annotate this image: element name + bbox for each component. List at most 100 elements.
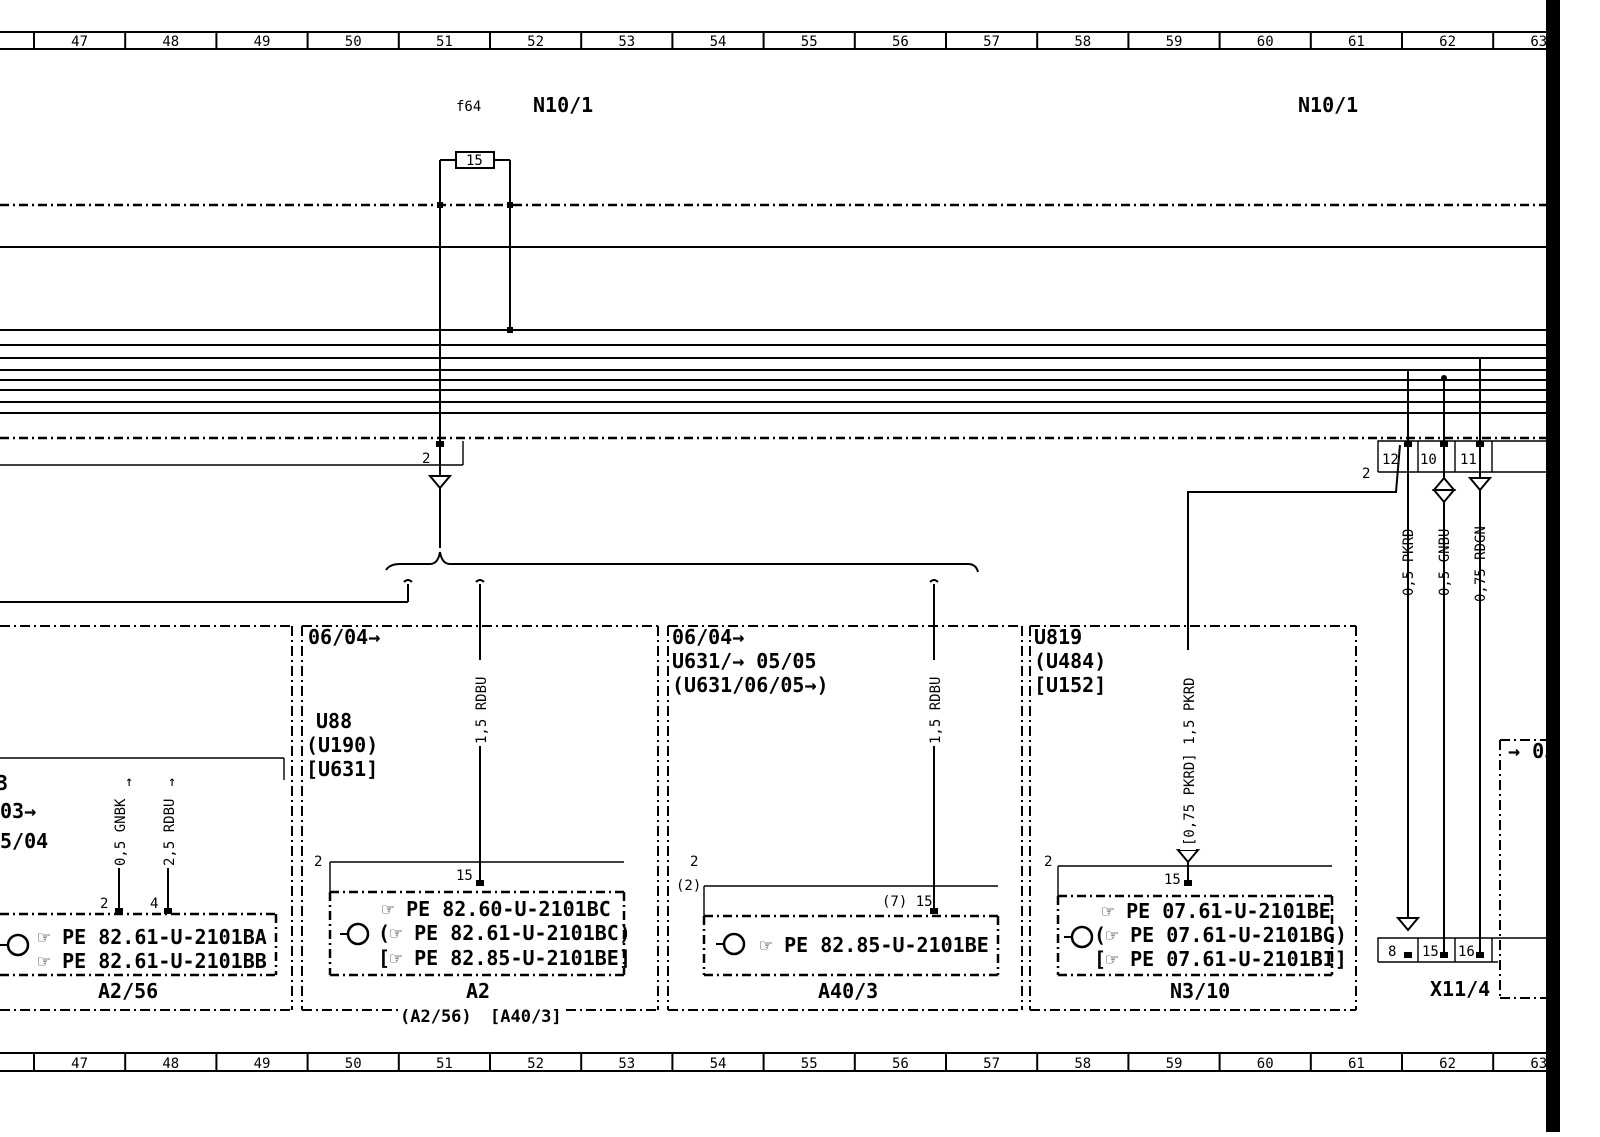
a256-pin-4: 4 [150,896,158,912]
a256-header-1: 3 [0,771,8,795]
component-n310: U819 (U484) [U152] 2 15 ☞ PE 07.61-U-210… [1029,625,1357,1011]
grid-column-number: 59 [1166,1056,1183,1072]
n310-pin-15: 15 [1164,872,1181,888]
wire-label-pkrd-n310: [0,75 PKRD] 1,5 PKRD [1182,677,1198,846]
top-grid-band: 47 48 49 50 51 52 53 54 55 56 57 58 59 60 61 62 63 [0,31,1547,50]
grid-column-number: 52 [527,34,544,50]
x114-pin-16: 16 [1458,944,1475,960]
a403-pin-2p: (2) [676,878,701,894]
grid-column-number: 54 [710,1056,727,1072]
pin-label-10: 10 [1420,452,1437,468]
wire-label-rdbu-25: 2,5 RDBU [162,799,178,866]
grid-column-number: 63 [1530,1056,1547,1072]
grid-column-number: 49 [254,1056,271,1072]
component-a256: 3 03→ 5/04 ↑ ↑ 2 4 ☞ PE 82.61-U-2101BA ☞… [0,625,293,1011]
connector-pin-2-center: 2 [0,441,464,490]
grid-column-number: 61 [1348,34,1365,50]
fuse-f64: 15 [437,151,513,548]
grid-column-number: 47 [71,34,88,50]
a403-name: A40/3 [818,979,878,1003]
grid-column-number: 50 [345,1056,362,1072]
a2-sub-2: [A40/3] [490,1007,562,1027]
grid-column-number: 63 [1530,34,1547,50]
grid-column-number: 53 [618,1056,635,1072]
a256-pe-1: ☞ PE 82.61-U-2101BA [38,925,267,949]
a403-header-2: U631/→ 05/05 [672,649,817,673]
n310-pe-3: [☞ PE 07.61-U-2101BI] [1094,947,1347,971]
grid-column-number: 51 [436,34,453,50]
svg-text:↑: ↑ [168,774,176,790]
n310-pe-2: (☞ PE 07.61-U-2101BG) [1094,923,1347,947]
component-a2: 06/04→ U88 (U190) [U631] 2 15 ☞ PE 82.60… [301,625,659,1027]
grid-column-number: 60 [1257,1056,1274,1072]
a2-header-1: 06/04→ [308,625,380,649]
wire-label-pkrd: 0,5 PKRD [1401,529,1417,596]
grid-column-number: 56 [892,34,909,50]
a403-pin-15: (7) 15 [882,894,933,910]
wire-label-rdbu-a2: 1,5 RDBU [474,677,490,744]
n310-header-1: U819 [1034,625,1082,649]
module-label-left: N10/1 [533,93,593,117]
wire-labels: 0,5 PKRD 0,5 GNBU 0,75 RDGN 1,5 RDBU 1,5… [113,526,1489,866]
grid-column-number: 58 [1074,1056,1091,1072]
component-x114: 8 15 16 X11/4 → 05 [1377,739,1556,1001]
grid-column-number: 58 [1074,34,1091,50]
grid-column-number: 52 [527,1056,544,1072]
svg-text:↑: ↑ [125,774,133,790]
x114-pin-15: 15 [1422,944,1439,960]
grid-column-number: 60 [1257,34,1274,50]
harness-lines [0,246,1546,414]
grid-column-number: 50 [345,34,362,50]
grid-column-number: 51 [436,1056,453,1072]
x114-right-header: → 05 [1508,739,1556,763]
grid-column-number: 62 [1439,34,1456,50]
a256-header-3: 5/04 [0,829,48,853]
grid-column-number: 48 [162,1056,179,1072]
a403-pe-1: ☞ PE 82.85-U-2101BE [760,933,989,957]
a256-name: A2/56 [98,979,158,1003]
grid-column-number: 55 [801,1056,818,1072]
grid-column-number: 47 [71,1056,88,1072]
n310-pin-2: 2 [1044,854,1052,870]
right-edge-bar [1546,0,1560,1132]
grid-column-number: 55 [801,34,818,50]
a2-transistor-icon [346,922,370,946]
a2-name: A2 [466,979,490,1003]
module-label-right: N10/1 [1298,93,1358,117]
a2-pin-2: 2 [314,854,322,870]
pin-label-2: 2 [422,451,430,467]
component-a403: 06/04→ U631/→ 05/05 (U631/06/05→) 2 (2) … [667,625,1023,1011]
a403-header-3: (U631/06/05→) [672,673,829,697]
pin-label-12: 12 [1382,452,1399,468]
a256-transistor-icon [6,933,30,957]
a2-pin-15: 15 [456,868,473,884]
a2-sub-1: (A2/56) [400,1007,472,1027]
a256-header-2: 03→ [0,799,36,823]
grid-column-number: 48 [162,34,179,50]
a2-pe-3: [☞ PE 82.85-U-2101BE] [378,946,631,970]
n310-name: N3/10 [1170,979,1230,1003]
x114-name: X11/4 [1430,977,1490,1001]
grid-column-number: 59 [1166,34,1183,50]
grid-column-number: 54 [710,34,727,50]
n310-header-3: [U152] [1034,673,1106,697]
n310-transistor-icon [1070,925,1094,949]
grid-column-number: 53 [618,34,635,50]
grid-column-number: 49 [254,34,271,50]
grid-column-number: 57 [983,34,1000,50]
a256-pin-2: 2 [100,896,108,912]
right-connectors: 12 10 11 2 [1175,358,1546,955]
wire-label-rdbu-a403: 1,5 RDBU [928,677,944,744]
a2-header-2: U88 [316,709,352,733]
x114-pin-8: 8 [1388,944,1396,960]
a256-pe-2: ☞ PE 82.61-U-2101BB [38,949,267,973]
n310-header-2: (U484) [1034,649,1106,673]
wire-label-gnbu: 0,5 GNBU [1437,529,1453,596]
grid-column-number: 61 [1348,1056,1365,1072]
grid-column-number: 62 [1439,1056,1456,1072]
pin-label-11: 11 [1460,452,1477,468]
grid-column-number: 56 [892,1056,909,1072]
